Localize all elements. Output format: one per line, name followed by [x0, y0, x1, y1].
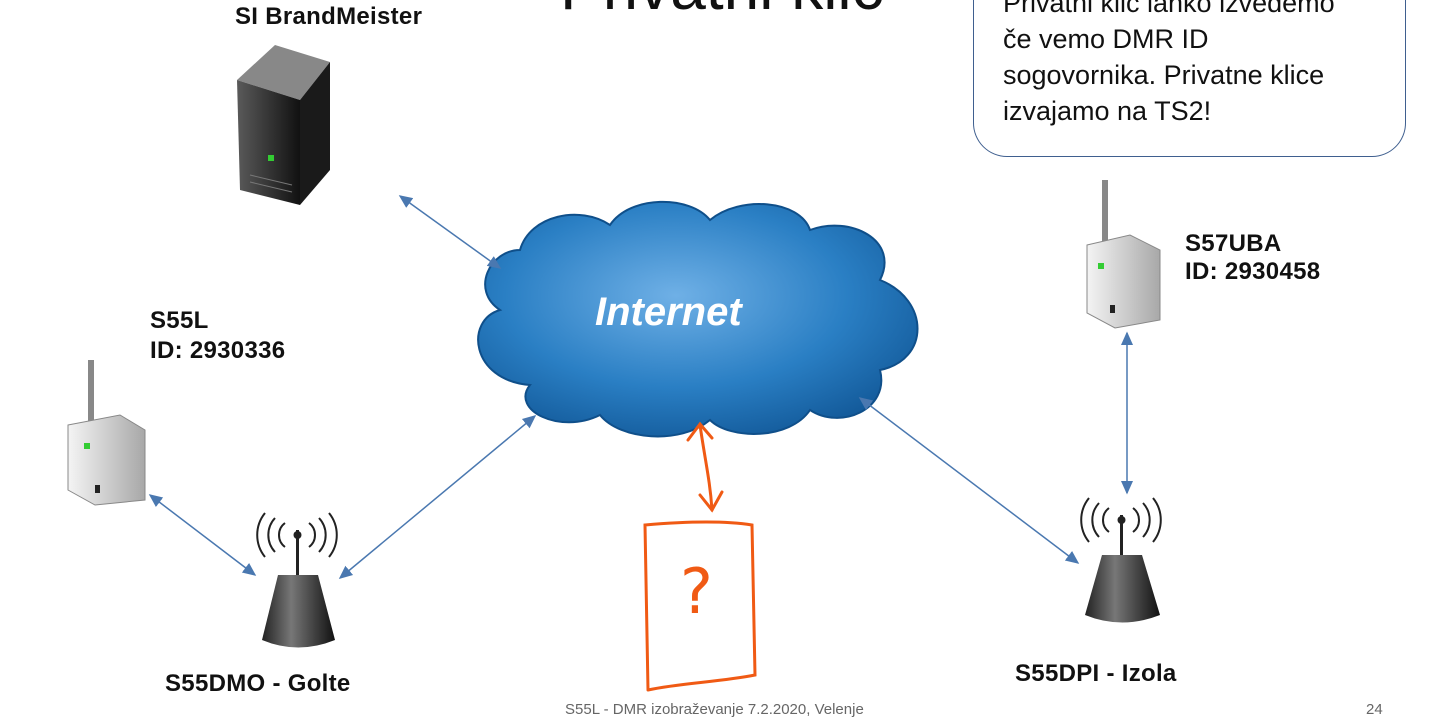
- handwritten-annotation: [643, 421, 757, 692]
- hotspot-s57uba-icon: [1086, 180, 1161, 329]
- callout-box: Privatni klic lahko izvedemo če vemo DMR…: [973, 0, 1406, 157]
- slide-title: Privatni klic: [560, 0, 884, 24]
- repeater-right-label: S55DPI - Izola: [1015, 660, 1177, 687]
- callout-line: sogovornika. Privatne klice: [1003, 60, 1325, 90]
- station-id-right: ID: 2930458: [1185, 258, 1321, 285]
- slide-footer: S55L - DMR izobraževanje 7.2.2020, Velen…: [565, 701, 864, 718]
- page-number: 24: [1366, 701, 1383, 718]
- station-call-right: S57UBA: [1185, 230, 1282, 257]
- question-mark: ?: [680, 555, 713, 628]
- cloud-label: Internet: [595, 290, 742, 334]
- server-label: SI BrandMeister: [235, 3, 423, 30]
- callout-line: Privatni klic lahko izvedemo: [1003, 0, 1335, 18]
- repeater-izola-icon: [1080, 497, 1162, 623]
- hotspot-s55l-icon: [67, 360, 146, 506]
- callout-line: če vemo DMR ID: [1003, 24, 1209, 54]
- station-id-left: ID: 2930336: [150, 337, 286, 364]
- server-icon: [237, 45, 330, 205]
- repeater-golte-icon: [256, 512, 338, 648]
- station-call-left: S55L: [150, 307, 209, 334]
- callout-line: izvajamo na TS2!: [1003, 96, 1212, 126]
- repeater-left-label: S55DMO - Golte: [165, 670, 351, 697]
- network-links: [148, 195, 1133, 579]
